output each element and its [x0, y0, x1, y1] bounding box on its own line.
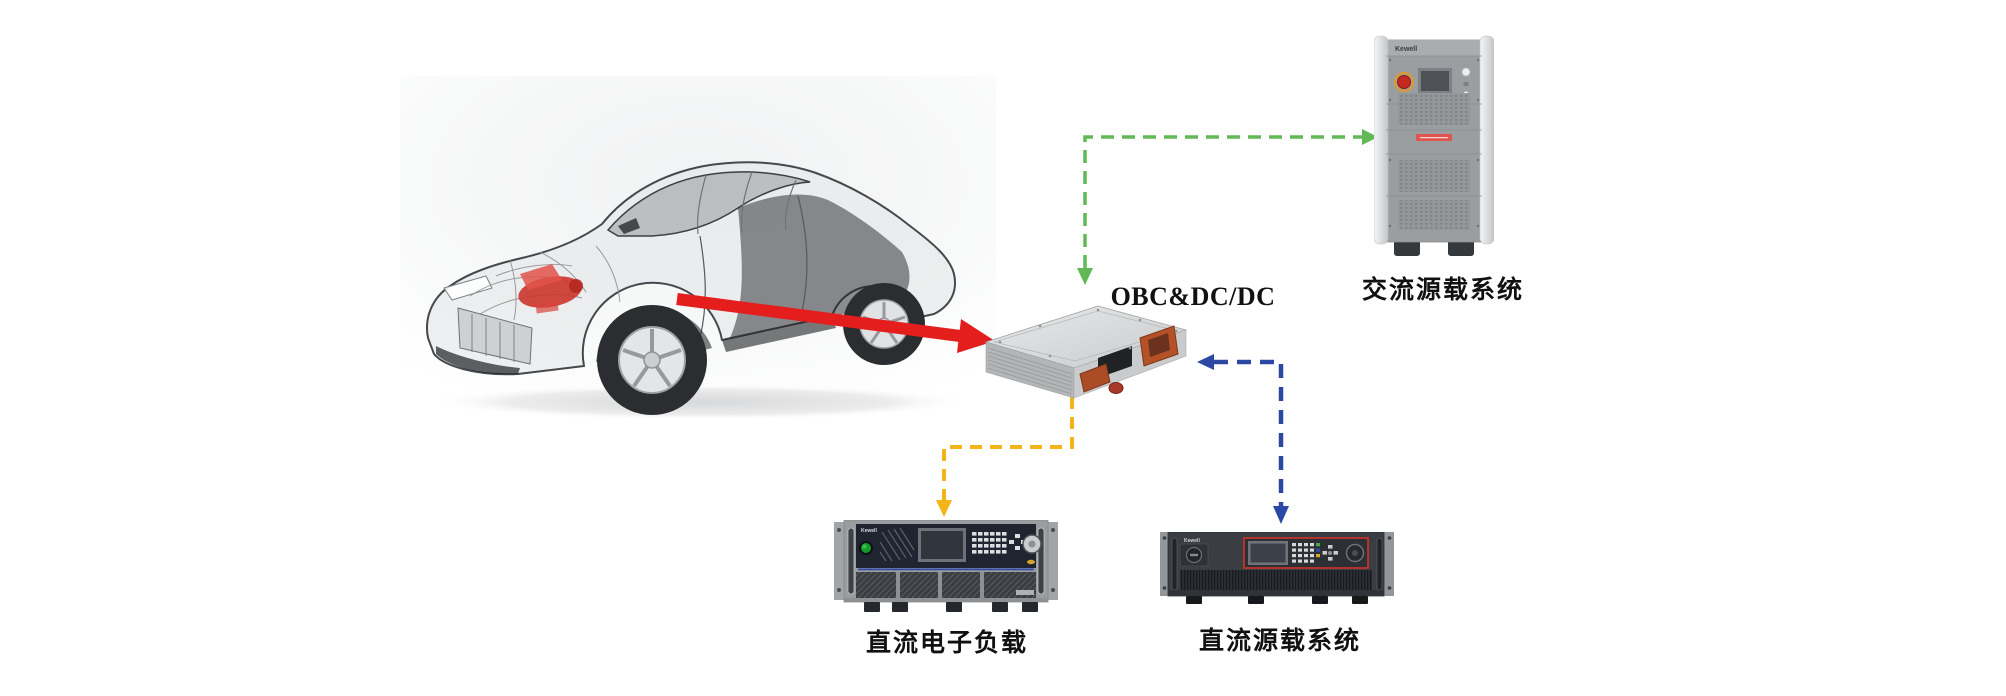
green-arrow-line	[1083, 135, 1362, 268]
blue-arrowhead-down-icon	[1273, 506, 1289, 524]
car-ground-shadow	[428, 384, 972, 420]
dcsrc-bottom-trim	[1168, 590, 1384, 596]
red-arrowhead-icon	[957, 319, 995, 353]
dcsrc-arrow-keys	[1322, 545, 1338, 561]
eload-ear-screws	[837, 528, 1055, 592]
cabinet-control-panel	[1393, 67, 1471, 97]
cabinet-display-screen	[1421, 71, 1449, 91]
eload-grille-dividers	[896, 572, 984, 598]
cabinet-switch-small	[1463, 82, 1469, 86]
dcsrc-ear-screws	[1162, 536, 1392, 590]
obc-cooling-fins	[987, 347, 1073, 395]
eload-brand-logo: Kewell	[861, 528, 877, 534]
cabinet-right-rail	[1479, 35, 1494, 245]
cabinet-header	[1386, 40, 1482, 56]
cabinet-vent-grille-1	[1398, 93, 1470, 125]
green-arrowhead-right-icon	[1362, 129, 1378, 145]
eload-power-button	[859, 541, 873, 555]
eload-rotary-knob	[1022, 534, 1042, 565]
dcsrc-handle-left	[1171, 537, 1178, 591]
dcsrc-ear-right	[1384, 532, 1394, 596]
eload-model-label	[1016, 590, 1034, 595]
emergency-stop-ring	[1393, 71, 1415, 93]
dc-electronic-load-label: 直流电子负载	[865, 630, 1029, 657]
eload-bottom-trim	[844, 598, 1048, 602]
cabinet-caster-left	[1394, 240, 1420, 256]
dc-source-image: Kewell	[1160, 532, 1394, 604]
cabinet-caster-right	[1448, 240, 1474, 256]
obc-module-image	[984, 305, 1188, 399]
dcsrc-red-framed-section	[1243, 537, 1369, 569]
obc-screws	[998, 308, 1178, 358]
dcsrc-rotary-knob	[1345, 543, 1365, 563]
yellow-dashed-arrow	[936, 397, 1074, 517]
dcsrc-keypad	[1292, 543, 1320, 563]
dcsrc-feet	[1186, 596, 1368, 604]
obc-red-knob	[1108, 382, 1124, 394]
blue-arrowhead-left-icon	[1197, 354, 1214, 370]
dcsrc-power-switch	[1179, 543, 1209, 567]
cabinet-vent-grille-3	[1398, 200, 1470, 230]
cabinet-vent-grille-2	[1398, 160, 1470, 192]
yellow-arrowhead-down-icon	[936, 500, 952, 517]
car-image	[400, 76, 996, 420]
eload-keypad	[972, 532, 1007, 554]
eload-vent-grille	[856, 572, 1036, 598]
eload-ear-left	[834, 522, 846, 600]
eload-handle-left	[847, 527, 855, 595]
ac-cabinet-image: Kewell	[1374, 35, 1494, 256]
eload-feet	[864, 602, 1038, 612]
dcsrc-brand-logo: Kewell	[1184, 538, 1200, 544]
dc-source-load-label: 直流源载系统	[1198, 628, 1362, 655]
red-solid-arrow	[676, 293, 995, 353]
dcsrc-handle-right	[1376, 537, 1383, 591]
eload-ear-right	[1046, 522, 1058, 600]
cabinet-button-round	[1461, 67, 1471, 77]
obc-label: OBC&DC/DC	[1110, 282, 1276, 311]
cabinet-screws	[1388, 58, 1480, 228]
green-arrowhead-down-icon	[1077, 268, 1093, 285]
yellow-arrow-line	[942, 397, 1074, 500]
eload-blue-accent-line	[858, 568, 1034, 571]
ac-source-load-label: 交流源载系统	[1361, 277, 1525, 304]
obc-orange-connector-small	[1079, 363, 1111, 393]
red-arrow-line	[676, 293, 961, 342]
dcsrc-vent-grille	[1180, 570, 1372, 590]
dc-load-image: Kewell	[834, 520, 1058, 612]
dcsrc-ear-left	[1160, 532, 1170, 596]
blue-arrow-line	[1214, 359, 1284, 506]
front-wheel	[596, 305, 712, 415]
blue-dashed-arrow	[1197, 354, 1289, 524]
eload-usb-port	[1027, 559, 1035, 565]
green-dashed-arrow	[1077, 129, 1378, 285]
eload-display-screen	[921, 531, 963, 559]
eload-diagonal-vents	[879, 527, 915, 562]
dcsrc-display-screen	[1250, 543, 1286, 563]
cabinet-brand-logo: Kewell	[1395, 46, 1417, 53]
car-radiator	[457, 307, 533, 365]
cabinet-red-label	[1416, 134, 1452, 141]
obc-orange-connector-large	[1139, 325, 1179, 367]
emergency-stop-button	[1397, 75, 1411, 89]
engine-highlight	[518, 264, 583, 314]
cabinet-left-rail	[1374, 35, 1389, 245]
